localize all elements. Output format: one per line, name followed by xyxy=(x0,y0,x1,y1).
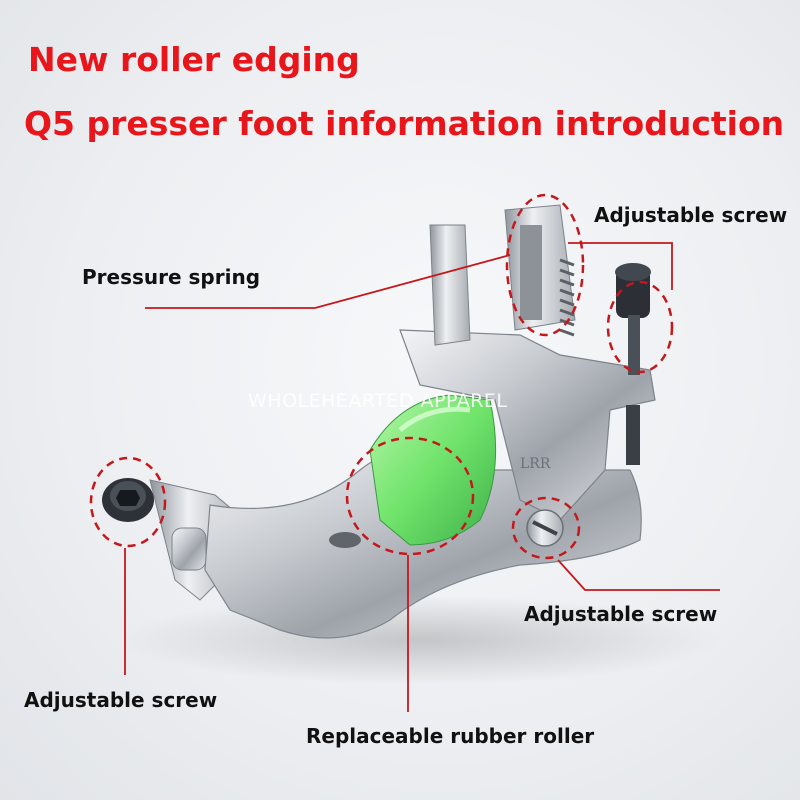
right-screw xyxy=(526,509,564,547)
page-subtitle: Q5 presser foot information introduction xyxy=(24,104,785,143)
page-title: New roller edging xyxy=(28,40,360,79)
leader-pressure-spring xyxy=(145,254,511,309)
upright-post xyxy=(429,224,471,346)
highlight-top-screw xyxy=(606,280,674,374)
label-adjustable-screw-right: Adjustable screw xyxy=(524,602,718,626)
highlight-right-screw xyxy=(511,496,581,560)
top-screw xyxy=(615,263,651,465)
engraving-text: LRR xyxy=(520,456,551,472)
label-replaceable-roller: Replaceable rubber roller xyxy=(306,724,595,748)
label-pressure-spring: Pressure spring xyxy=(82,265,261,289)
highlight-spring xyxy=(505,193,585,337)
left-screw xyxy=(102,478,154,522)
leader-right-screw xyxy=(557,559,720,591)
highlight-roller xyxy=(345,436,475,556)
highlight-left-screw xyxy=(89,456,167,548)
leader-top-screw xyxy=(568,242,673,290)
watermark: WHOLEHEARTED APPAREL xyxy=(248,390,508,412)
rubber-roller xyxy=(369,394,497,546)
label-adjustable-screw-top: Adjustable screw xyxy=(594,203,788,227)
label-adjustable-screw-left: Adjustable screw xyxy=(24,688,218,712)
body-block xyxy=(399,329,656,521)
